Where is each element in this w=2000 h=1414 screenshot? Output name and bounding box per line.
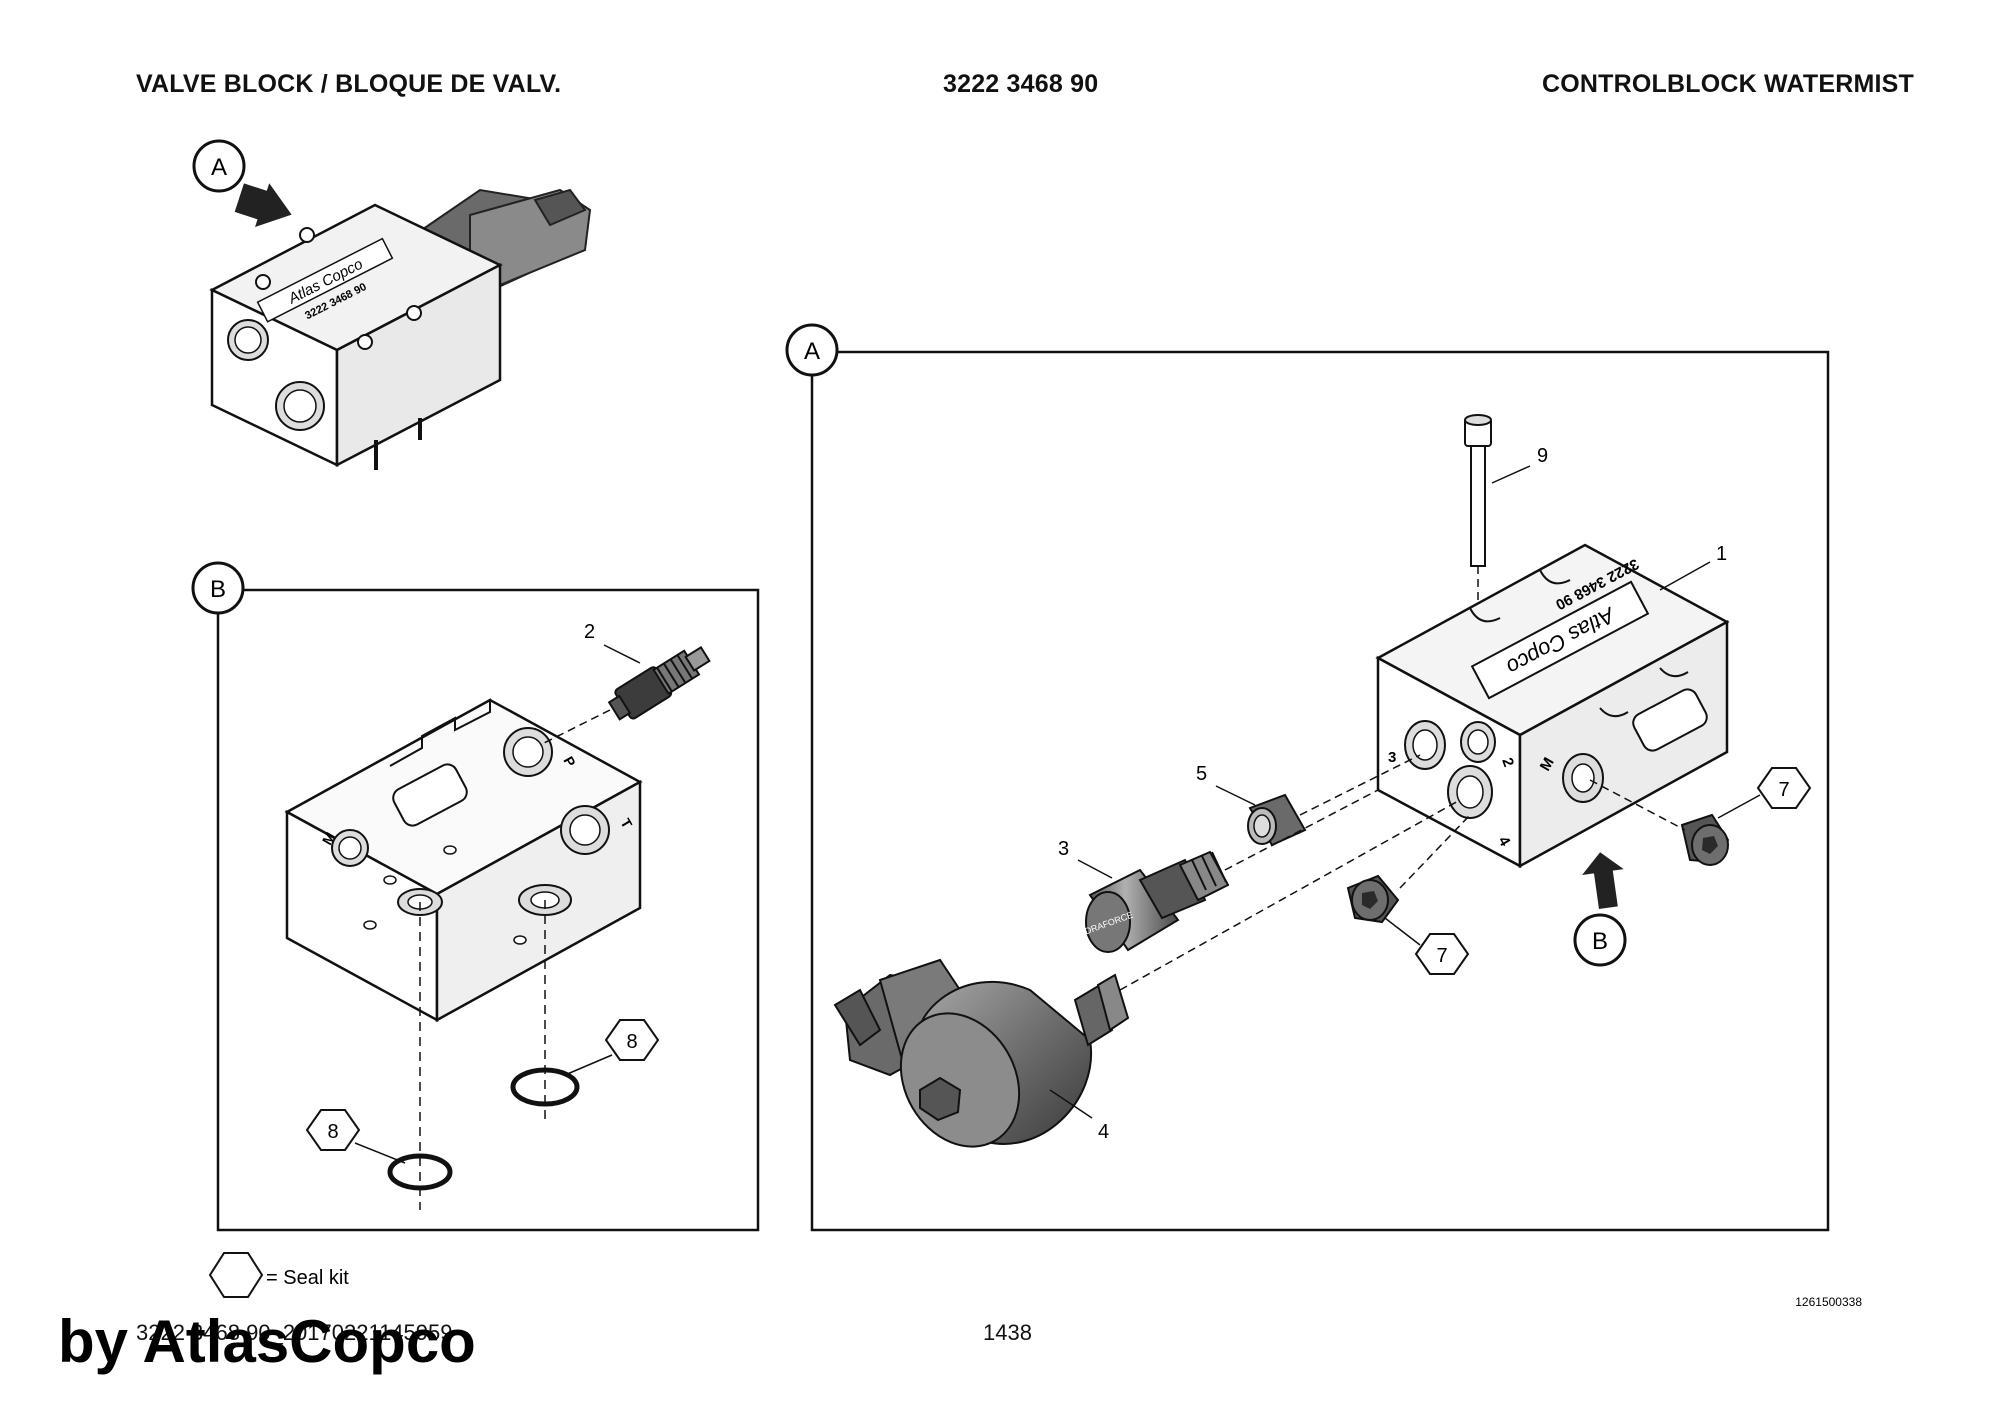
header-part-number: 3222 3468 90 [943,70,1099,98]
view-a-panel: A 9 Atlas Copco 3222 3468 90 [785,323,1830,1232]
part-8-o-ring-a [387,1153,453,1191]
view-marker-b: B [191,561,245,615]
seal-kit-callout-8b: 8 [564,1019,660,1076]
part-4-solenoid-coil [833,799,1461,1148]
seal-kit-hexagon-icon [208,1252,264,1298]
footer-document-id: 3222 3468 90_20170221145959 [136,1320,453,1345]
callout-part-5: 5 [1196,763,1207,785]
svg-text:A: A [804,338,820,365]
svg-text:8: 8 [327,1121,338,1143]
svg-text:A: A [211,154,227,181]
svg-text:7: 7 [1436,945,1447,967]
callout-part-1: 1 [1716,543,1727,565]
footer-page-number: 1438 [983,1320,1032,1345]
svg-text:7: 7 [1778,779,1789,801]
callout-part-3: 3 [1058,838,1069,860]
part-1-valve-block: Atlas Copco 3222 3468 90 3 2 4 M [1375,543,1730,869]
part-3-cartridge-valve: HYDRAFORCE [1072,789,1379,953]
svg-text:B: B [210,576,226,603]
part-7-plug-left [1346,814,1471,924]
seal-kit-callout-8a: 8 [305,1109,406,1164]
svg-text:B: B [1592,928,1608,955]
view-b-panel: B M P T [191,561,760,1232]
seal-kit-callout-7a: 7 [1717,767,1812,819]
svg-text:8: 8 [626,1031,637,1053]
part-5-sleeve [1215,754,1421,847]
header-left-title: VALVE BLOCK / BLOQUE DE VALV. [136,70,562,98]
part-7-plug-right [1589,779,1730,866]
view-b-valve-block: M P T [284,698,643,1023]
image-reference-number: 1261500338 [1795,1295,1862,1309]
view-marker-a: A [785,323,839,377]
part-2-check-valve [607,645,711,721]
svg-text:= Seal kit: = Seal kit [266,1267,349,1289]
watermark-by-atlascopco: by AtlasCopco [58,1308,476,1375]
callout-part-2: 2 [584,621,595,643]
direction-arrow-a [234,183,292,227]
seal-kit-callout-7b: 7 [1384,917,1470,975]
part-9-cap-screw [1464,414,1531,620]
callout-part-4: 4 [1098,1121,1109,1143]
seal-kit-legend: = Seal kit [208,1252,349,1298]
view-marker-b-ref: B [1573,913,1627,967]
svg-text:3: 3 [1388,749,1396,766]
overview-view: A Atlas Copco 3222 3468 90 [192,139,592,470]
callout-part-9: 9 [1537,445,1548,467]
direction-arrow-b [1582,852,1624,909]
view-marker-overview: A [192,139,246,193]
overview-valve-block: Atlas Copco 3222 3468 90 [209,203,503,470]
part-8-o-ring-b [510,1067,580,1107]
header-right-title: CONTROLBLOCK WATERMIST [1542,70,1914,98]
